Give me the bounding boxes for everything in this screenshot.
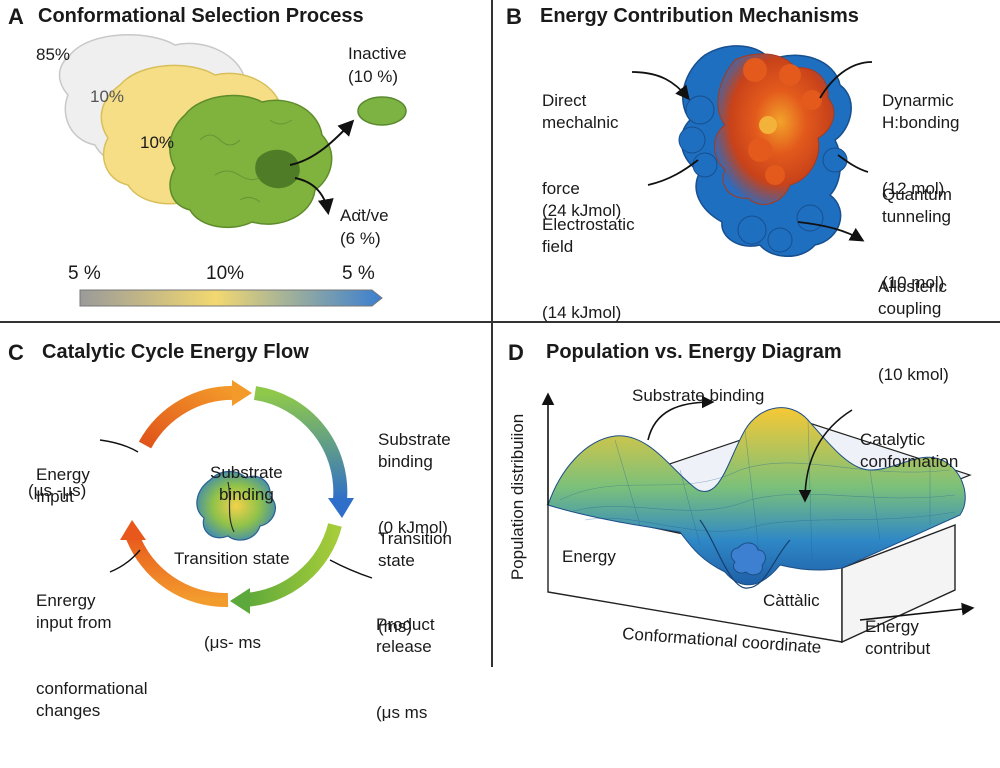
- panel-d-title: Population vs. Energy Diagram: [546, 341, 842, 363]
- center-transition-label: Transition state: [174, 549, 290, 568]
- leader-conf-input: [109, 549, 141, 573]
- pct-yellow-label: 10%: [140, 133, 175, 152]
- panel-b-letter: B: [506, 4, 522, 29]
- panel-c-art: [99, 380, 373, 614]
- horizontal-divider: [0, 321, 1000, 323]
- energy-front-label: Energy: [562, 547, 616, 566]
- cycle-head-bottom: [230, 588, 250, 614]
- arrow-to-inactive: [289, 119, 355, 166]
- arrow-allosteric: [797, 221, 865, 242]
- box-side-face: [841, 523, 956, 644]
- scale-mid-label: 10%: [206, 263, 245, 284]
- protein-blue-bumps: [678, 95, 848, 253]
- green-conformation-blob: [169, 94, 333, 229]
- cycle-arrow-right: [253, 386, 348, 501]
- protein-orange-bumps: [743, 58, 822, 185]
- cycle-head-right: [328, 498, 354, 518]
- enzyme-center-blob: [196, 470, 276, 541]
- inactive-state-blob: [357, 96, 407, 126]
- enzyme-center-cleft: [227, 481, 235, 533]
- panel-d-letter: D: [508, 340, 524, 365]
- arrow-quantum: [837, 154, 869, 173]
- green-texture: [199, 119, 293, 203]
- panel-b-art: [631, 45, 873, 258]
- cycle-arrow-top: [138, 385, 239, 449]
- vertical-divider: [491, 0, 493, 667]
- cattalic-label: Càttàlic: [763, 591, 820, 610]
- energy-landscape-surface: [547, 407, 966, 586]
- panel-a-art: [58, 34, 407, 307]
- panel-c-letter: C: [8, 340, 24, 365]
- arrow-electrostatic: [647, 159, 699, 186]
- population-scale-bar: [79, 289, 383, 307]
- cycle-arrow-left: [125, 532, 229, 608]
- cycle-head-left: [120, 520, 146, 540]
- x-axis-arrow: [859, 602, 975, 621]
- inactive-value: (10 %): [348, 67, 399, 86]
- active-label: Aα̈t/ve: [340, 206, 389, 225]
- panel-c-title: Catalytic Cycle Energy Flow: [42, 341, 309, 363]
- cycle-head-top: [232, 380, 252, 406]
- pct-gray-label: 85%: [36, 45, 71, 64]
- scale-right-label: 5 %: [342, 263, 375, 284]
- y-axis-label: Population distribuiion: [508, 413, 527, 581]
- arrow-substrate-binding: [647, 395, 715, 441]
- panel-a-letter: A: [8, 4, 24, 29]
- substrate-binding-surface-label: Substrate binding: [632, 386, 765, 405]
- cycle-arrow-bottom: [244, 523, 342, 607]
- panel-a-title: Conformational Selection Process: [38, 5, 364, 27]
- scale-left-label: 5 %: [68, 263, 101, 284]
- protein-hotspot: [759, 116, 777, 134]
- leader-product: [329, 559, 373, 579]
- arrow-direct-force: [631, 71, 690, 101]
- protein-in-well: [730, 542, 766, 576]
- panel-d-art: [541, 392, 975, 644]
- panel-b-title: Energy Contribution Mechanisms: [540, 5, 859, 27]
- leader-energy-input: [99, 439, 139, 453]
- figure-page: A Conformational Selection Process 85% 1…: [0, 0, 1000, 722]
- figure-artwork: [58, 34, 975, 644]
- arrow-to-active: [294, 177, 334, 216]
- active-value: (6 %): [340, 229, 381, 248]
- bottom-time-label: (μs- ms: [204, 633, 262, 652]
- surface-mesh: [559, 419, 956, 561]
- arrow-dynamic: [819, 61, 873, 99]
- inactive-label: Inactive: [348, 44, 407, 63]
- energy-input-time: (μs -μs): [28, 481, 87, 500]
- pct-light-label: 10%: [90, 87, 125, 106]
- arrow-catalytic: [798, 409, 853, 503]
- active-site-pocket: [255, 149, 300, 189]
- funnel-well: [699, 519, 791, 589]
